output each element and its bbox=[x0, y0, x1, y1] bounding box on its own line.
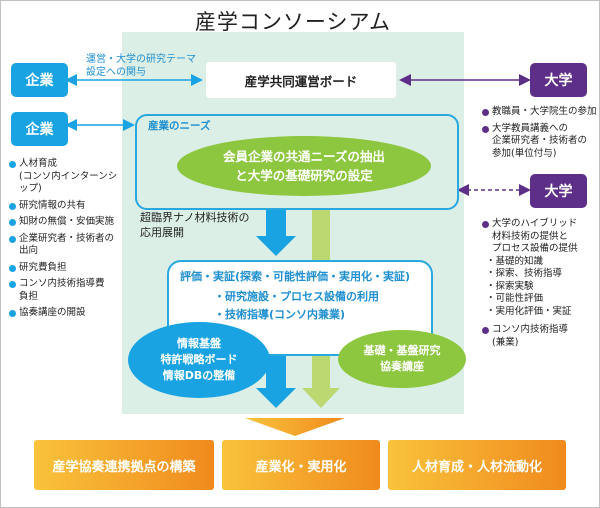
info-line-1: 情報基盤 bbox=[177, 337, 221, 350]
company-box-top: 企業 bbox=[11, 63, 68, 97]
common-needs-ellipse: 会員企業の共通ニーズの抽出 と大学の基礎研究の設定 bbox=[177, 136, 431, 196]
diagram-title: 産学コンソーシアム bbox=[194, 10, 392, 34]
down-arrow-blue-1 bbox=[256, 206, 296, 256]
outcome-hub: 産学協奏連携拠点の構築 bbox=[34, 440, 214, 490]
university-box-top: 大学 bbox=[530, 63, 587, 97]
university-contributions-1: 教職員・大学院生の参加大学教員講義への 企業研究者・技術者の 参加(単位付与) bbox=[482, 106, 597, 164]
company-contribution-item: 研究情報の共有 bbox=[9, 200, 125, 213]
common-needs-line-1: 会員企業の共通ニーズの抽出 bbox=[223, 149, 385, 164]
company-box-middle: 企業 bbox=[11, 112, 68, 146]
university-box-middle: 大学 bbox=[530, 174, 587, 208]
university-sub-item: ・実用化評価・実証 bbox=[486, 305, 572, 317]
university-sub-item: ・可能性評価 bbox=[486, 293, 544, 304]
university-sub-item: ・探索、技術指導 bbox=[486, 268, 563, 279]
university-guidance-item: コンソ内技術指導 (兼業) bbox=[482, 324, 597, 349]
basic-research-ellipse: 基礎・基盤研究 協奏講座 bbox=[338, 330, 466, 388]
company-contribution-item: 研究費負担 bbox=[9, 262, 125, 275]
nano-tech-label: 超臨界ナノ材料技術の 応用展開 bbox=[140, 210, 249, 240]
info-line-3: 情報DBの整備 bbox=[162, 369, 236, 382]
university-contributions-2: 大学のハイブリッド 材料技術の提供と プロセス設備の提供 ・基礎的知識・探索、技… bbox=[482, 218, 597, 353]
info-line-2: 特許戦略ボード bbox=[160, 353, 238, 366]
evaluation-line-3: ・技術指導(コンソ内兼業) bbox=[214, 308, 346, 321]
basic-line-1: 基礎・基盤研究 bbox=[363, 344, 441, 357]
nano-line-2: 応用展開 bbox=[140, 226, 184, 239]
outcome-talent: 人材育成・人材流動化 bbox=[388, 440, 566, 490]
company-role-note: 運営・大学の研究テーマ 設定への関与 bbox=[86, 53, 196, 79]
evaluation-line-1: 評価・実証(探索・可能性評価・実用化・実証) bbox=[180, 270, 411, 283]
outcome-industrialization: 産業化・実用化 bbox=[222, 440, 380, 490]
company-contribution-item: コンソ内技術指導費 負担 bbox=[9, 278, 125, 303]
common-needs-line-2: と大学の基礎研究の設定 bbox=[235, 168, 373, 183]
nano-line-1: 超臨界ナノ材料技術の bbox=[140, 211, 250, 224]
basic-line-2: 協奏講座 bbox=[380, 360, 424, 373]
company-contribution-item: 知財の無償・安価実施 bbox=[9, 216, 125, 229]
university-contribution-item: 大学教員講義への 企業研究者・技術者の 参加(単位付与) bbox=[482, 123, 597, 161]
university-sub-item: ・基礎的知識 bbox=[486, 255, 544, 267]
company-contribution-item: 人材育成 (コンソ内インターンシップ) bbox=[9, 158, 125, 196]
university-contribution-item: 教職員・大学院生の参加 bbox=[482, 106, 597, 119]
note-line-2: 設定への関与 bbox=[86, 67, 146, 78]
info-infrastructure-ellipse: 情報基盤 特許戦略ボード 情報DBの整備 bbox=[128, 322, 270, 398]
joint-board: 産学共同運営ボード bbox=[206, 62, 396, 98]
university-sub-item: ・探索実験 bbox=[486, 280, 534, 292]
orange-chevron bbox=[245, 418, 345, 436]
company-contribution-item: 企業研究者・技術者の 出向 bbox=[9, 233, 125, 258]
company-contribution-item: 協奏講座の開設 bbox=[9, 307, 125, 320]
evaluation-line-2: ・研究施設・プロセス設備の利用 bbox=[214, 290, 379, 303]
university-hybrid-item: 大学のハイブリッド 材料技術の提供と プロセス設備の提供 bbox=[482, 218, 597, 256]
note-line-1: 運営・大学の研究テーマ bbox=[86, 54, 196, 65]
industry-needs-label: 産業のニーズ bbox=[148, 120, 211, 132]
company-contributions: 人材育成 (コンソ内インターンシップ) 研究情報の共有知財の無償・安価実施企業研究… bbox=[9, 158, 125, 324]
